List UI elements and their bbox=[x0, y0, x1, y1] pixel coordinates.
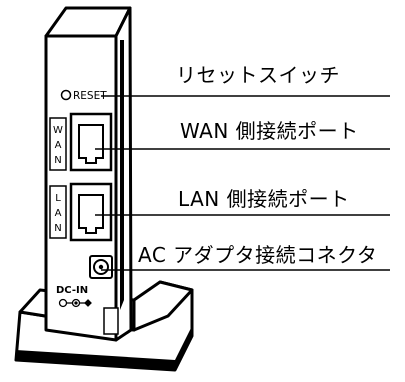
lan-port-group: L A N bbox=[49, 182, 113, 242]
reset-label: RESET bbox=[73, 90, 107, 102]
callout-lines bbox=[95, 95, 390, 271]
wan-side-letter-1: W bbox=[53, 125, 63, 136]
reset-button-icon bbox=[60, 89, 72, 101]
side-vent bbox=[103, 307, 119, 335]
wan-port bbox=[69, 112, 113, 172]
callout-reset-label: リセットスイッチ bbox=[176, 63, 340, 87]
wan-side-letter-2: A bbox=[55, 140, 62, 151]
wan-port-jack-icon bbox=[78, 124, 104, 164]
lan-port-jack-icon bbox=[78, 194, 104, 234]
wan-side-letter-3: N bbox=[54, 155, 61, 166]
lan-side-letter-1: L bbox=[55, 193, 61, 204]
lan-side-letter-2: A bbox=[55, 208, 62, 219]
dc-in-label: DC-IN bbox=[56, 285, 88, 296]
reset-switch: RESET bbox=[60, 89, 107, 102]
lan-port bbox=[69, 182, 113, 242]
callout-wan-label: WAN 側接続ポート bbox=[180, 119, 359, 143]
dc-in-group: DC-IN bbox=[56, 255, 113, 308]
polarity-icon bbox=[58, 298, 92, 308]
lan-side-letter-3: N bbox=[54, 223, 61, 234]
callout-labels: リセットスイッチ WAN 側接続ポート LAN 側接続ポート AC アダプタ接続… bbox=[138, 63, 377, 267]
wan-port-group: W A N bbox=[49, 112, 113, 172]
device-body bbox=[44, 6, 133, 342]
stand-shadow bbox=[16, 326, 192, 370]
callout-lan-label: LAN 側接続ポート bbox=[178, 187, 350, 211]
callout-dc-label: AC アダプタ接続コネクタ bbox=[138, 243, 377, 267]
